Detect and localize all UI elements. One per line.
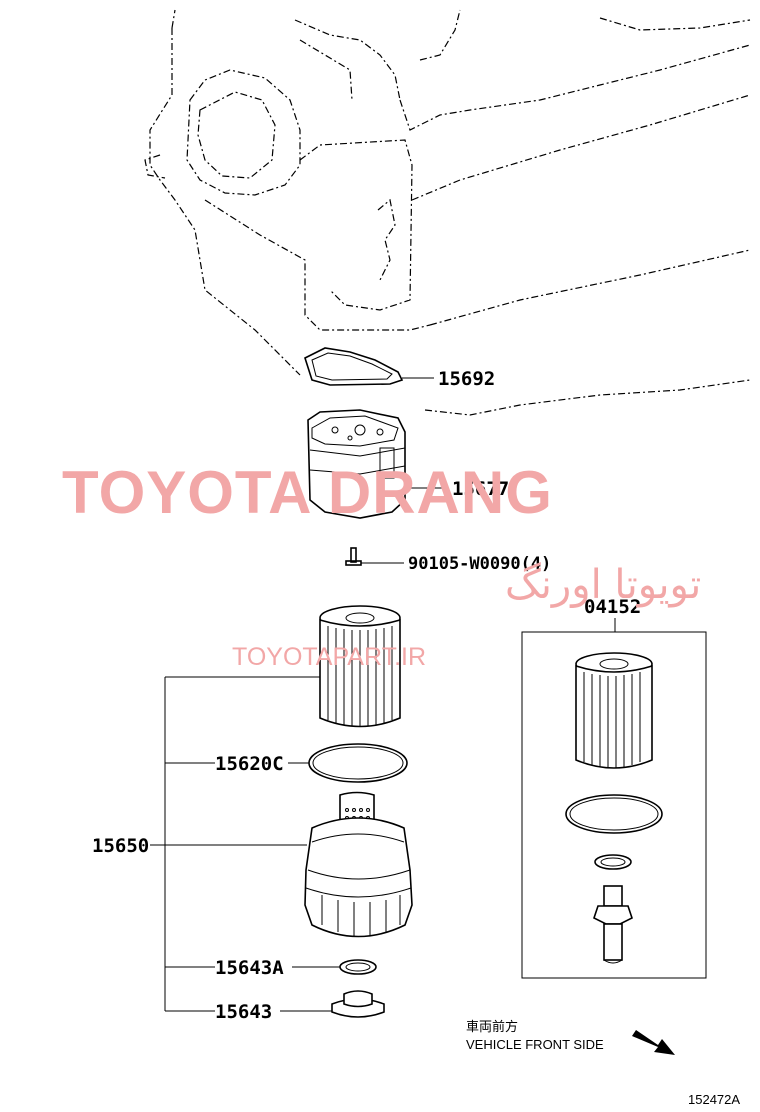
direction-label-japanese: 車両前方 (466, 1019, 518, 1034)
part-number-15643a: 15643A (215, 957, 284, 979)
direction-label-english: VEHICLE FRONT SIDE (466, 1037, 604, 1052)
part-number-15692: 15692 (438, 368, 495, 390)
gasket-15692-drawing (304, 347, 434, 386)
part-number-15677: 15677 (452, 478, 509, 500)
part-number-04152: 04152 (584, 596, 641, 618)
watermark-persian: تویوتا اورنگ (505, 562, 701, 608)
kit-04152-drawing (565, 652, 663, 964)
kit-04152-box (521, 631, 707, 979)
engine-block-outline (144, 9, 751, 416)
bolt-90105-drawing (345, 547, 404, 566)
part-number-15643: 15643 (215, 1001, 272, 1023)
direction-arrow-icon (632, 1030, 675, 1055)
filter-element-drawing (319, 605, 401, 728)
part-number-15650: 15650 (92, 835, 149, 857)
gasket-15643a-drawing (292, 959, 377, 975)
figure-id: 152472A (688, 1092, 740, 1107)
o-ring-15620c-drawing (288, 743, 408, 783)
filter-housing-drawing (165, 791, 413, 938)
watermark-brand: TOYOTA DRANG (62, 459, 553, 526)
watermark-url: TOYOTAPART.IR (232, 643, 426, 671)
assembly-bracket (150, 676, 320, 1012)
part-number-90105: 90105-W0090(4) (408, 554, 551, 574)
part-number-15620c: 15620C (215, 753, 284, 775)
drain-plug-15643-drawing (280, 990, 385, 1018)
filter-cap-15677-drawing (307, 409, 448, 519)
